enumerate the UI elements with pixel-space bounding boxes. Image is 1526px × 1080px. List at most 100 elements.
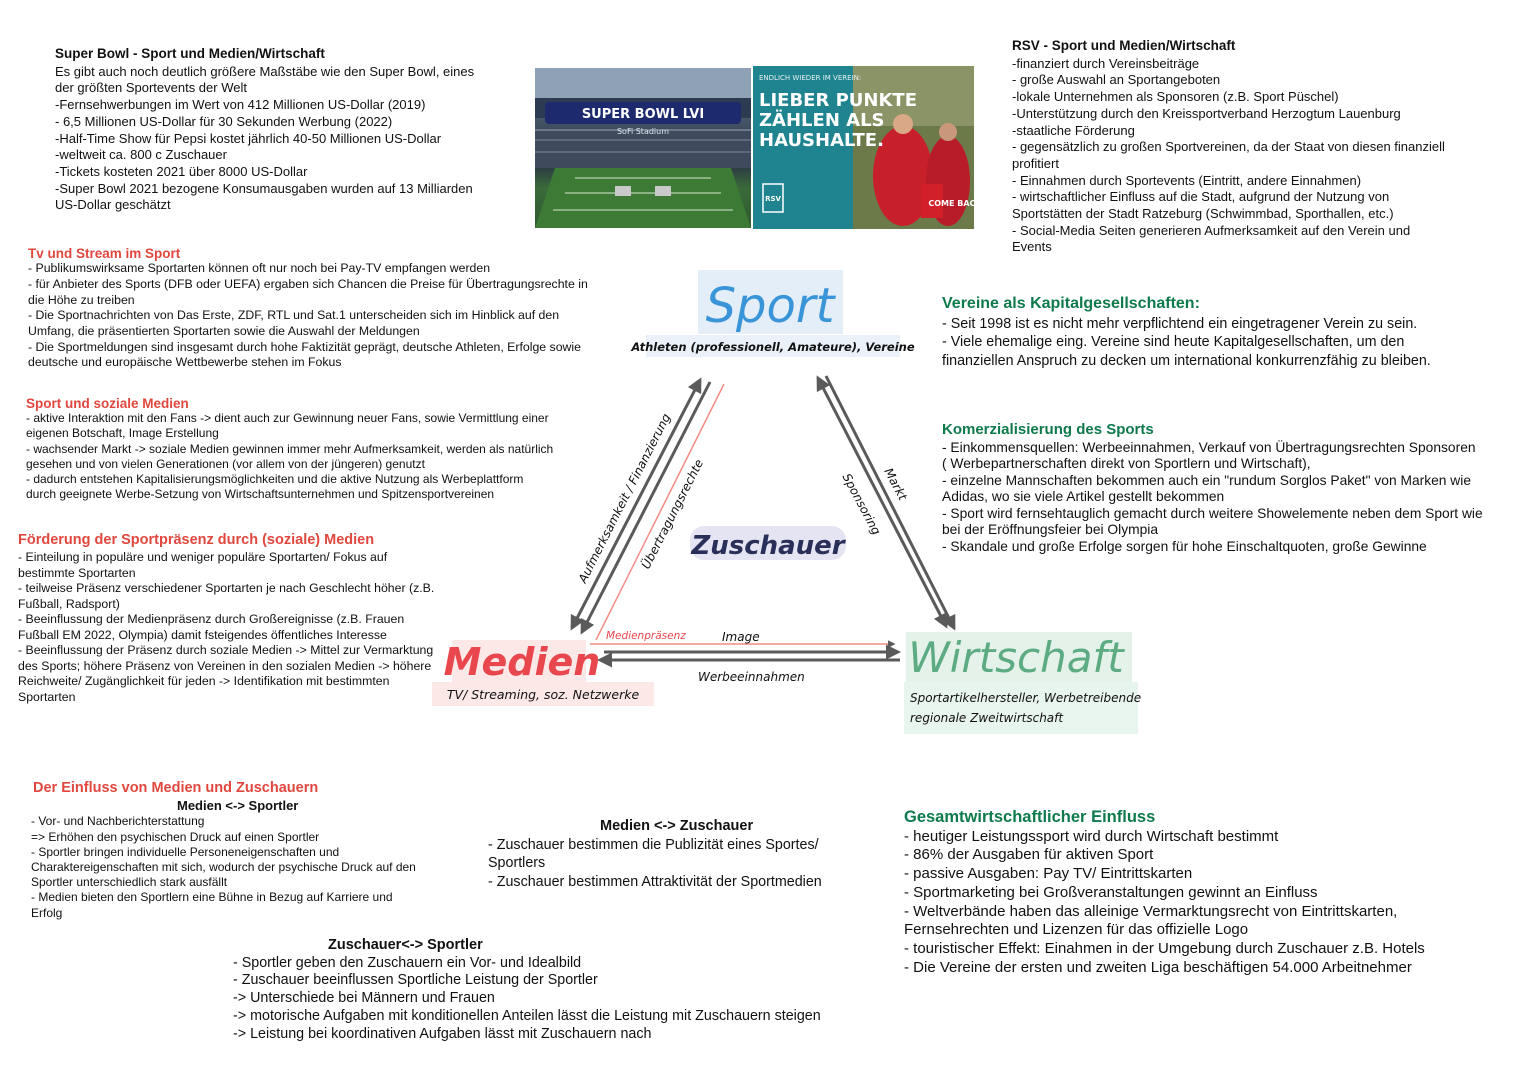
text-line: - Einteilung in populäre und weniger pop…: [18, 550, 388, 565]
medzu-lines: - Zuschauer bestimmen die Publizität ein…: [488, 836, 822, 892]
label-medienpraesenz: Medienpräsenz: [606, 630, 686, 642]
gesamt-lines: - heutiger Leistungssport wird durch Wir…: [904, 828, 1425, 978]
stadium-banner-text: SUPER BOWL LVI: [582, 107, 704, 122]
poster-top-text: ENDLICH WIEDER IM VEREIN:: [759, 74, 861, 82]
text-line: der größten Sportevents der Welt: [55, 80, 247, 96]
text-line: - aktive Interaktion mit den Fans -> die…: [26, 411, 549, 426]
text-line: - Zuschauer bestimmen die Publizität ein…: [488, 836, 819, 853]
kommerz-section: Komerzialisierung des Sports - Einkommen…: [942, 421, 1483, 556]
foerderung-title: Förderung der Sportpräsenz durch (sozial…: [18, 532, 375, 548]
poster-line-1: LIEBER PUNKTE: [759, 90, 917, 111]
social-section: Sport und soziale Medien - aktive Intera…: [26, 396, 553, 502]
text-line: - Publikumswirksame Sportarten können of…: [28, 261, 491, 276]
text-line: - Sportler bringen individuelle Personen…: [31, 844, 340, 859]
text-line: - heutiger Leistungssport wird durch Wir…: [904, 827, 1279, 845]
medzu-section: Medien <-> Zuschauer - Zuschauer bestimm…: [488, 817, 822, 891]
zusp-title: Zuschauer<-> Sportler: [328, 937, 483, 953]
text-line: - wachsender Markt -> soziale Medien gew…: [26, 441, 554, 456]
sport-sub-label: Athleten (professionell, Amateure), Vere…: [630, 340, 915, 354]
text-line: - 86% der Ausgaben für aktiven Sport: [904, 846, 1154, 864]
vereine-lines: - Seit 1998 ist es nicht mehr verpflicht…: [942, 315, 1431, 371]
zusp-lines: - Sportler geben den Zuschauern ein Vor-…: [233, 955, 821, 1045]
text-line: Fußball, Radsport): [18, 596, 120, 611]
text-line: - große Auswahl an Sportangeboten: [1012, 72, 1221, 88]
stadium-image: SUPER BOWL LVI SoFi Stadium: [535, 68, 751, 228]
text-line: bei der Eröffnungsfeier bei Olympia: [942, 522, 1159, 538]
text-line: Charaktereigenschaften mit sich, wodurch…: [31, 860, 416, 875]
text-line: Sportstätten der Stadt Ratzeburg (Schwim…: [1012, 206, 1394, 222]
medien-sub-label: TV/ Streaming, soz. Netzwerke: [447, 687, 640, 702]
text-line: bestimmte Sportarten: [18, 565, 136, 580]
arrow-sport-medien-1: [570, 377, 702, 631]
gesamt-section: Gesamtwirtschaftlicher Einfluss - heutig…: [904, 808, 1425, 977]
text-line: - gegensätzlich zu großen Sportvereinen,…: [1012, 139, 1445, 155]
text-line: - Zuschauer bestimmen Attraktivität der …: [488, 873, 822, 890]
text-line: - teilweise Präsenz verschiedener Sporta…: [18, 581, 435, 596]
zuschauer-highlight: [690, 526, 846, 560]
foerderung-lines: - Einteilung in populäre und weniger pop…: [18, 550, 434, 705]
text-line: - Medien bieten den Sportlern eine Bühne…: [31, 890, 393, 905]
text-line: Sportarten: [18, 689, 76, 704]
text-line: -staatliche Förderung: [1012, 122, 1135, 138]
text-line: Events: [1012, 239, 1052, 255]
label-markt: Markt: [881, 466, 910, 504]
wirtschaft-sub-highlight: [904, 682, 1138, 734]
text-line: => Erhöhen den psychischen Druck auf ein…: [31, 829, 320, 844]
einfluss-sub: Medien <-> Sportler: [177, 798, 299, 814]
text-line: durch geeignete Werbe-Setzung von Wirtsc…: [26, 487, 495, 502]
text-line: -Super Bowl 2021 bezogene Konsumausgaben…: [55, 180, 473, 196]
kommerz-title: Komerzialisierung des Sports: [942, 421, 1154, 438]
text-line: Umfang, die präsentierten Sportarten sow…: [28, 324, 420, 339]
vereine-section: Vereine als Kapitalgesellschaften: - Sei…: [942, 295, 1431, 370]
arrow-sport-wirtschaft-2: [824, 375, 956, 631]
sport-label: Sport: [706, 278, 837, 334]
foerderung-section: Förderung der Sportpräsenz durch (sozial…: [18, 532, 434, 705]
redline-left: [595, 383, 725, 641]
gesamt-title: Gesamtwirtschaftlicher Einfluss: [904, 808, 1156, 826]
stadium-sub-text: SoFi Stadium: [617, 127, 669, 136]
vereine-title: Vereine als Kapitalgesellschaften:: [942, 295, 1200, 312]
arrow-sport-wirtschaft-1: [816, 375, 948, 629]
text-line: Sportlers: [488, 855, 546, 871]
superbowl-lines: Es gibt auch noch deutlich größere Maßst…: [55, 64, 474, 214]
text-line: - Die Sportmeldungen sind insgesamt durc…: [28, 339, 581, 354]
text-line: US-Dollar geschätzt: [55, 197, 171, 213]
text-line: - Vor- und Nachberichterstattung: [31, 814, 205, 829]
text-line: - Einkommensquellen: Werbeeinnahmen, Ver…: [942, 439, 1476, 455]
text-line: ( Werbepartnerschaften direkt von Sportl…: [942, 456, 1311, 472]
text-line: -Fernsehwerbungen im Wert von 412 Millio…: [55, 97, 426, 113]
wirtschaft-highlight: [906, 632, 1132, 682]
einfluss-lines: - Vor- und Nachberichterstattung=> Erhöh…: [31, 814, 416, 920]
text-line: - für Anbieter des Sports (DFB oder UEFA…: [28, 276, 588, 291]
superbowl-section: Super Bowl - Sport und Medien/Wirtschaft…: [55, 46, 474, 214]
poster-badge-text: COME BACK: [928, 199, 974, 208]
label-aufmerksamkeit: Aufmerksamkeit / Finanzierung: [575, 411, 673, 586]
social-lines: - aktive Interaktion mit den Fans -> die…: [26, 411, 553, 502]
text-line: - dadurch entstehen Kapitalisierungsmögl…: [26, 472, 524, 487]
text-line: Adidas, wo sie viele Artikel gestellt be…: [942, 489, 1225, 505]
text-line: - Die Sportnachrichten von Das Erste, ZD…: [28, 308, 560, 323]
text-line: - Sportler geben den Zuschauern ein Vor-…: [233, 954, 582, 971]
text-line: -Half-Time Show für Pepsi kostet jährlic…: [55, 130, 442, 146]
text-line: -finanziert durch Vereinsbeiträge: [1012, 55, 1200, 71]
medzu-title: Medien <-> Zuschauer: [600, 818, 754, 834]
wirtschaft-sub-label-2: regionale Zweitwirtschaft: [910, 711, 1064, 725]
einfluss-title: Der Einfluss von Medien und Zuschauern: [33, 780, 319, 796]
text-line: die Höhe zu treiben: [28, 292, 135, 307]
poster-logo-text: RSV: [765, 195, 781, 203]
arrow-sport-medien-2: [580, 381, 712, 635]
zuschauer-label: Zuschauer: [690, 531, 846, 561]
tv-section: Tv und Stream im Sport - Publikumswirksa…: [28, 246, 588, 371]
text-line: gesehen und von vielen Generationen (vor…: [26, 456, 425, 471]
text-line: - Sport wird fernsehtauglich gemacht dur…: [942, 505, 1483, 521]
label-werbeeinnahmen: Werbeeinnahmen: [698, 670, 805, 684]
stadium-graphic: SUPER BOWL LVI SoFi Stadium: [535, 68, 751, 228]
text-line: - Skandale und große Erfolge sorgen für …: [942, 539, 1427, 555]
text-line: finanziellen Anspruch zu decken um inter…: [942, 352, 1431, 369]
rsv-section: RSV - Sport und Medien/Wirtschaft -finan…: [1012, 38, 1445, 256]
text-line: Reichweite/ Zugänglichkeit für jeden -> …: [18, 674, 390, 689]
text-line: Fußball EM 2022, Olympia) damit fsteigen…: [18, 627, 387, 642]
medien-label: Medien: [444, 640, 601, 684]
poster-line-2: ZÄHLEN ALS: [759, 109, 885, 131]
sport-sub-highlight: [646, 335, 900, 357]
